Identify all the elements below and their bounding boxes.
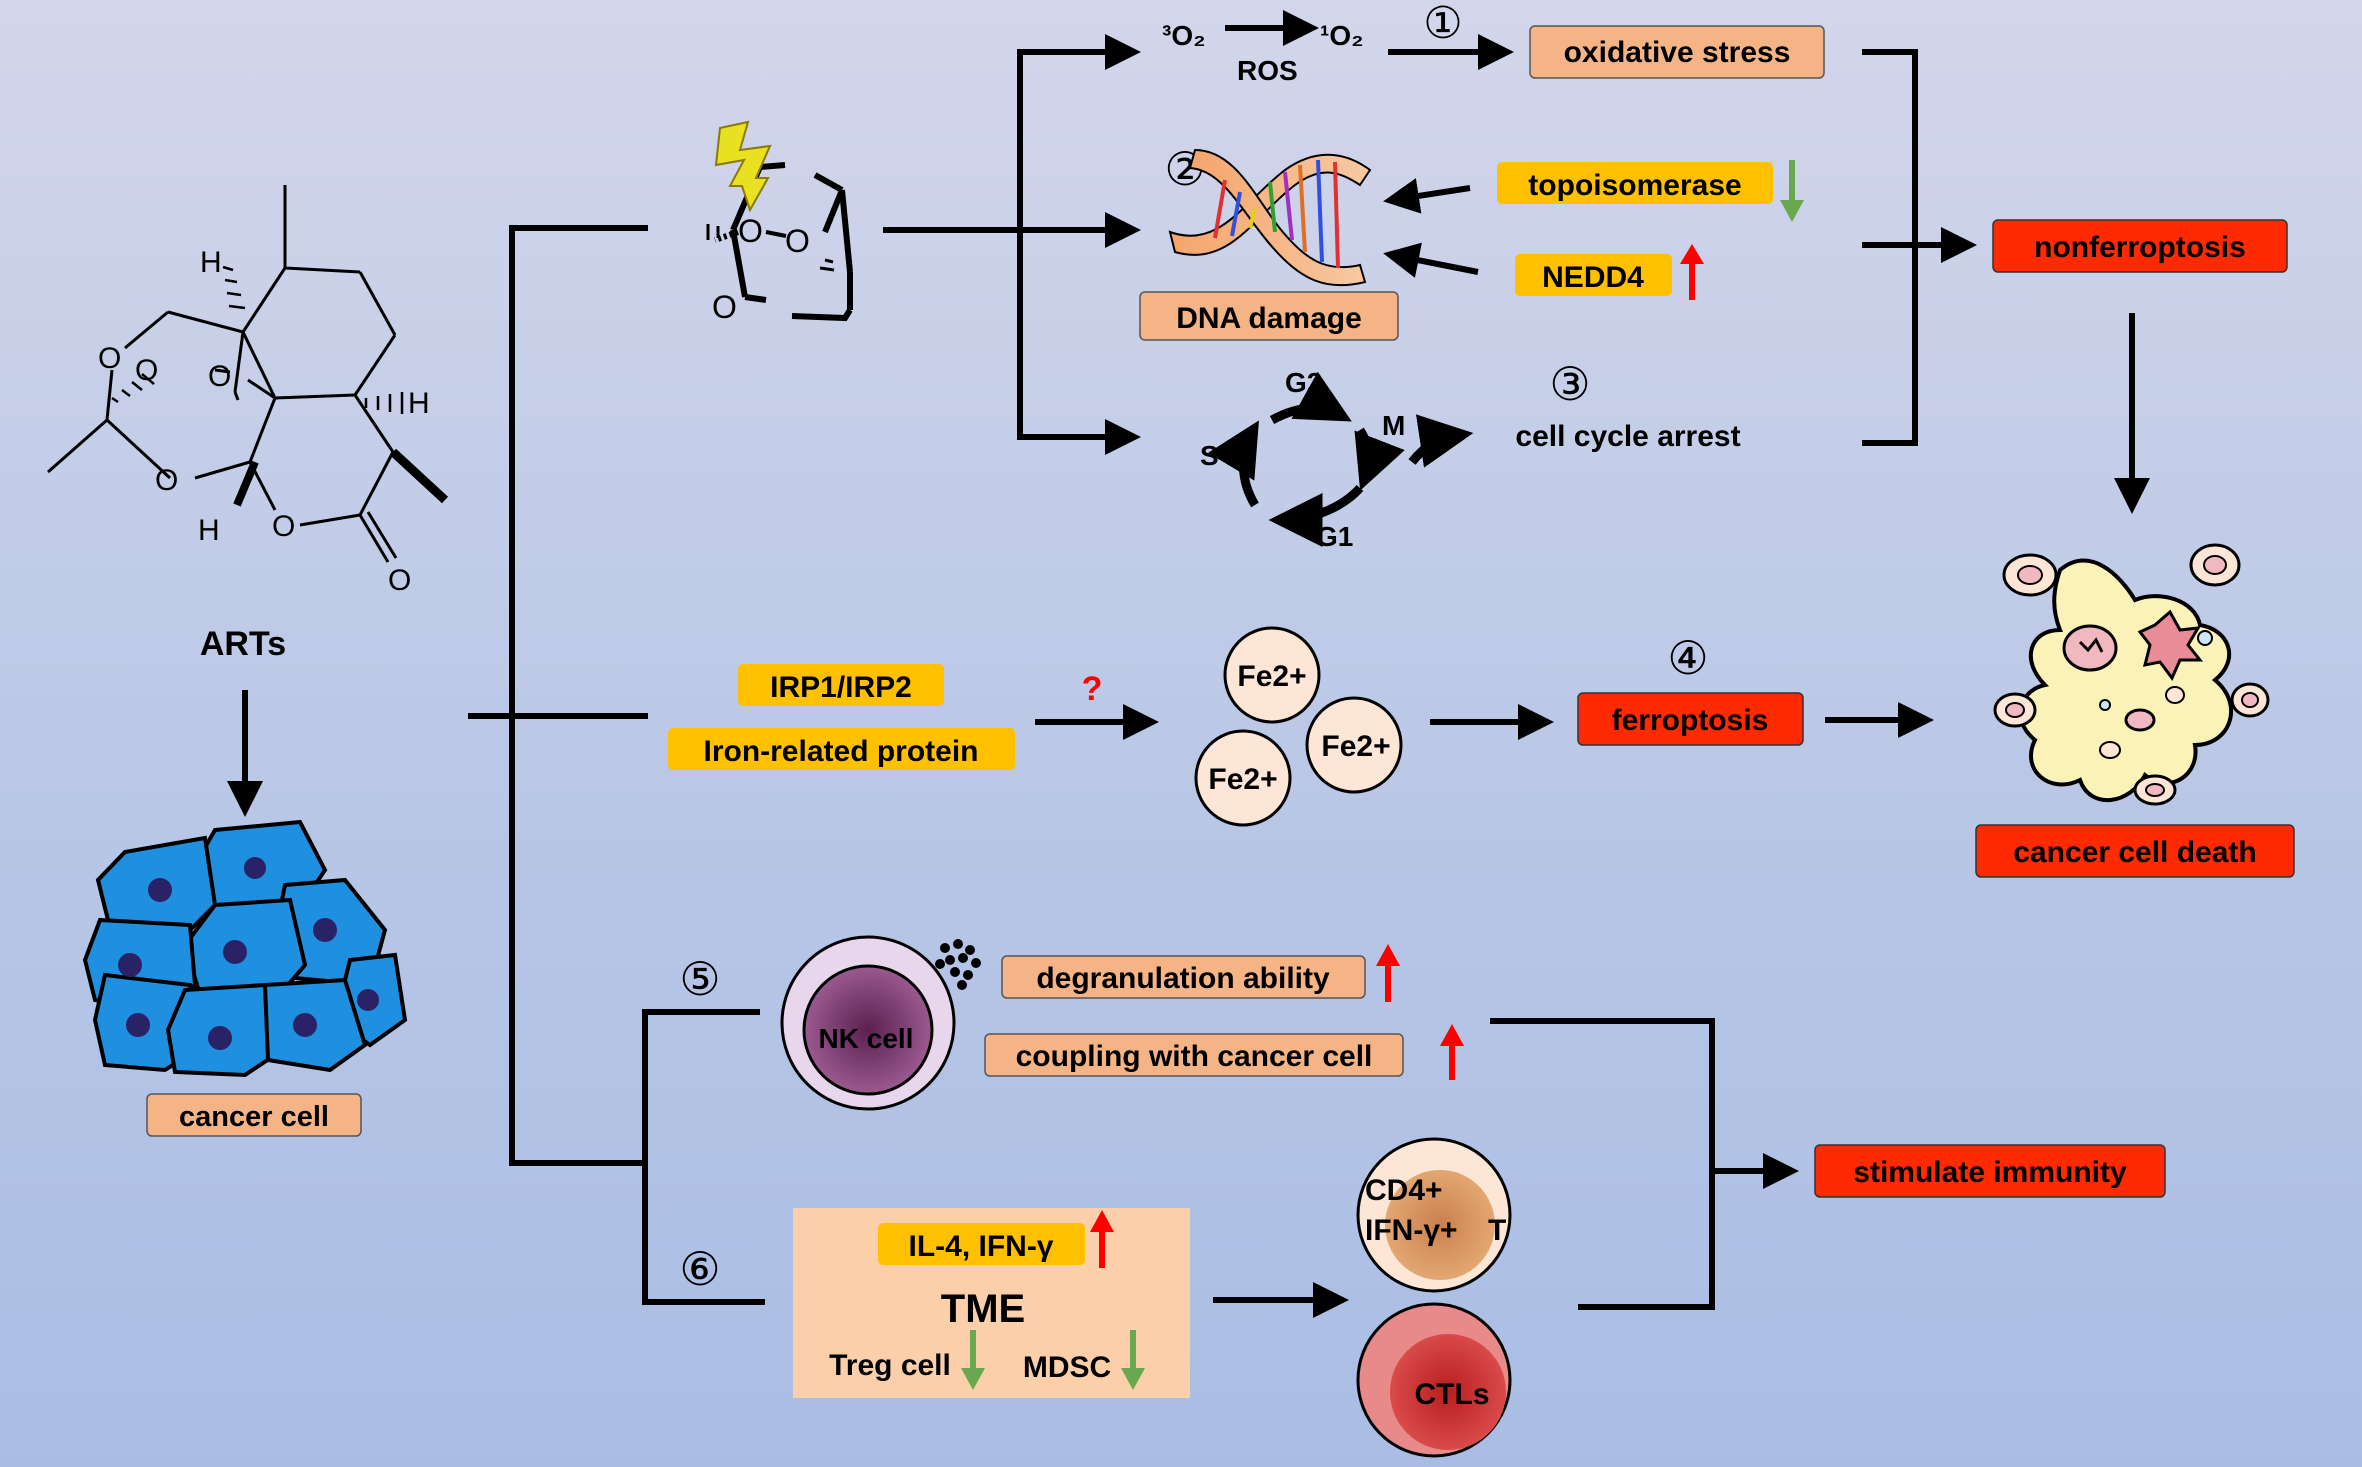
dna-damage-label: DNA damage [1176,302,1362,335]
ros-reactant: ³O₂ [1162,20,1206,51]
atom-o4: O [155,464,178,497]
pathway-number-4: ④ [1667,631,1708,685]
stimulate-immunity-box [1814,1144,2166,1198]
atom-h-top: H [200,246,222,279]
ros-product: ¹O₂ [1320,20,1364,51]
irp-label: IRP1/IRP2 [770,671,912,704]
svg-text:O: O [785,223,810,259]
stimulate-immunity-label: stimulate immunity [1853,1156,2127,1189]
arrow-up-icon [1376,944,1400,1002]
fe-ion-2: Fe2+ [1321,730,1390,763]
oxidative-stress-label: oxidative stress [1564,36,1791,69]
tme-label: TME [941,1287,1025,1331]
arrow-up-icon [1680,244,1704,300]
degranulation-label: degranulation ability [1036,962,1330,995]
degranulation-box [1001,955,1366,999]
pathway-number-3: ③ [1549,357,1590,411]
cell-cycle-icon [1208,371,1474,547]
cytokines-box [878,1223,1085,1265]
cytokines-label: IL-4, IFN-γ [908,1230,1053,1263]
nk-cell-icon [780,935,981,1111]
cancer-cell-death-label: cancer cell death [2013,836,2256,869]
arrow-down-icon [961,1330,985,1390]
arrow-up-icon [1090,1210,1114,1268]
dna-helix-icon [1168,148,1372,287]
lightning-icon [714,120,772,213]
arrow-down-icon [1780,160,1804,222]
iron-protein-label: Iron-related protein [703,735,978,768]
arrow-up-icon [1440,1024,1464,1080]
pathway-number-6: ⑥ [679,1242,720,1296]
ros-label: ROS [1237,55,1298,86]
phase-g1: G1 [1316,521,1353,552]
atom-o1: O [98,342,121,375]
svg-text:O: O [712,289,737,325]
nonferroptosis-box [1992,219,2288,273]
ifn-label: IFN-γ+ [1365,1214,1458,1247]
pathway-number-5: ⑤ [679,952,720,1006]
drug-name: ARTs [200,625,286,663]
iron-protein-box [668,728,1015,770]
fe-ion-1: Fe2+ [1237,660,1306,693]
coupling-box [984,1033,1404,1077]
nedd4-label: NEDD4 [1542,261,1644,294]
cancer-cell-nuclei [118,857,379,1050]
irp-box [738,664,944,706]
ferroptosis-label: ferroptosis [1612,704,1769,737]
mdsc-label: MDSC [1023,1351,1111,1384]
cell-cycle-phases: G2 M G1 S [1200,367,1405,552]
nk-cell-label: NK cell [819,1023,914,1054]
atom-o-carbonyl: O [388,564,411,597]
cd4-label: CD4+ [1365,1174,1443,1207]
cancer-cell-label: cancer cell [179,1101,329,1133]
fe-ions [1194,626,1403,827]
artemisinin-atom-labels: H H H O O O O O O [98,246,430,597]
atom-h-bottom: H [198,514,220,547]
cancer-cell-label-box [146,1093,362,1137]
phase-g2: G2 [1285,367,1322,398]
phase-m: M [1382,410,1405,441]
ferroptosis-box [1577,692,1804,746]
t-suffix-label: T [1488,1214,1506,1247]
top-branch-lines [883,49,1125,440]
coupling-label: coupling with cancer cell [1016,1040,1373,1073]
arrow-down-icon [1121,1330,1145,1390]
phase-s: S [1200,440,1219,471]
fe-ion-3: Fe2+ [1208,763,1277,796]
topoisomerase-label: topoisomerase [1528,169,1741,202]
oxidative-stress-box [1529,25,1825,79]
cell-cycle-arrest-label: cell cycle arrest [1515,420,1740,453]
nedd4-box [1515,254,1672,296]
nonferroptosis-label: nonferroptosis [2034,231,2246,264]
cd4-t-cell-icon [1356,1137,1512,1293]
atom-h-right: H [408,387,430,420]
cancer-cell-death-box [1975,824,2295,878]
atom-o5: O [272,510,295,543]
atom-o3: O [208,360,231,393]
artemisinin-structure [47,185,449,563]
pathway-number-1: ① [1423,0,1462,49]
svg-text:O: O [738,213,763,249]
treg-label: Treg cell [829,1349,951,1382]
dying-cancer-cell-icon [1993,543,2270,806]
main-branch-lines [468,225,765,1305]
dna-damage-box [1139,291,1399,341]
ctl-label: CTLs [1415,1378,1490,1411]
atom-o2: O [135,354,158,387]
endoperoxide-atoms: O O O [712,213,810,325]
topoisomerase-box [1497,162,1773,204]
ctl-cell-icon [1356,1302,1512,1458]
unknown-mark: ? [1082,670,1103,708]
